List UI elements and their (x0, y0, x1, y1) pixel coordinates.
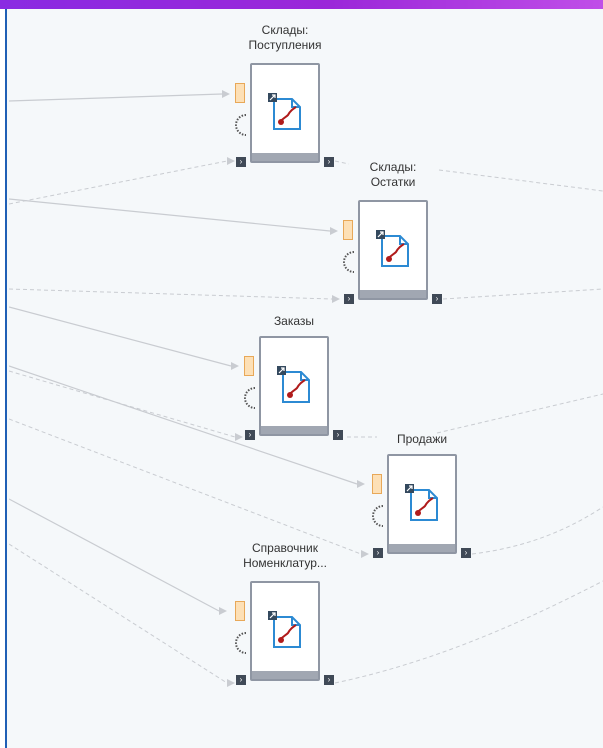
node-box[interactable] (250, 63, 320, 163)
output-port-left-arrow[interactable]: › (245, 430, 255, 440)
data-source-document-icon (268, 611, 301, 648)
connection-arrowhead (227, 157, 235, 165)
node-title: Продажи (396, 432, 448, 446)
input-port[interactable] (244, 356, 254, 376)
node-title: Справочник Номенклатур... (243, 541, 327, 570)
output-port-right-arrow[interactable]: › (333, 430, 343, 440)
connection-line-dashed (9, 288, 333, 300)
connection-arrowhead (357, 480, 365, 488)
input-port[interactable] (372, 474, 382, 494)
node-title: Заказы (273, 314, 315, 328)
node-sklady-ostatki[interactable]: Склады: Остатки › › (343, 160, 442, 304)
node-footer (261, 426, 327, 434)
loading-arc-icon (235, 632, 247, 654)
node-box[interactable] (259, 336, 329, 436)
connection-arrowhead (330, 227, 338, 235)
connection-line-dashed (471, 506, 603, 555)
output-port-right-arrow[interactable]: › (461, 548, 471, 558)
node-footer (252, 671, 318, 679)
node-spravochnik-nomenklatury[interactable]: Справочник Номенклатур... › › (235, 541, 334, 685)
node-box[interactable] (387, 454, 457, 554)
connection-line-dashed (436, 393, 603, 434)
window-top-accent-bar (0, 0, 603, 9)
canvas-left-border (0, 9, 7, 748)
connection-arrowhead (222, 90, 230, 98)
input-port[interactable] (235, 601, 245, 621)
node-footer (389, 544, 455, 552)
data-source-document-icon (277, 366, 310, 403)
loading-arc-icon (372, 505, 384, 527)
output-port-right-arrow[interactable]: › (324, 675, 334, 685)
connection-line (9, 198, 331, 232)
node-box[interactable] (250, 581, 320, 681)
connection-line-dashed (9, 418, 362, 555)
connection-line (9, 498, 220, 612)
connection-line-dashed (9, 370, 236, 438)
data-source-document-icon (268, 93, 301, 130)
node-prodazhi[interactable]: Продажи › › (372, 432, 471, 558)
connection-arrowhead (332, 295, 340, 303)
node-sklady-postupleniya[interactable]: Склады: Поступления › › (235, 23, 334, 167)
output-port-left-arrow[interactable]: › (373, 548, 383, 558)
node-title: Склады: Остатки (369, 160, 417, 189)
output-port-right-arrow[interactable]: › (324, 157, 334, 167)
connection-line-dashed (334, 580, 603, 684)
node-footer (360, 290, 426, 298)
node-zakazy[interactable]: Заказы › › (244, 314, 343, 440)
connection-line-dashed (9, 160, 228, 205)
connection-line-dashed (442, 288, 603, 300)
node-footer (252, 153, 318, 161)
loading-arc-icon (235, 114, 247, 136)
data-source-document-icon (376, 230, 409, 267)
connection-arrowhead (361, 550, 369, 558)
output-port-right-arrow[interactable]: › (432, 294, 442, 304)
workflow-canvas[interactable]: Склады: Поступления › › Склады: Остатки (9, 9, 603, 748)
connection-line-dashed (334, 160, 350, 165)
node-title: Склады: Поступления (248, 23, 322, 52)
loading-arc-icon (343, 251, 355, 273)
output-port-left-arrow[interactable]: › (344, 294, 354, 304)
loading-arc-icon (244, 387, 256, 409)
node-box[interactable] (358, 200, 428, 300)
connection-arrowhead (231, 362, 239, 370)
connection-arrowhead (227, 679, 235, 687)
output-port-left-arrow[interactable]: › (236, 675, 246, 685)
input-port[interactable] (343, 220, 353, 240)
connection-line (9, 93, 223, 102)
input-port[interactable] (235, 83, 245, 103)
connection-line (9, 365, 358, 485)
connections-layer (9, 90, 603, 687)
connection-arrowhead (235, 433, 243, 441)
output-port-left-arrow[interactable]: › (236, 157, 246, 167)
connection-line (9, 306, 232, 367)
data-source-document-icon (405, 484, 438, 521)
connection-arrowhead (219, 607, 227, 615)
connection-line-dashed (9, 543, 228, 684)
